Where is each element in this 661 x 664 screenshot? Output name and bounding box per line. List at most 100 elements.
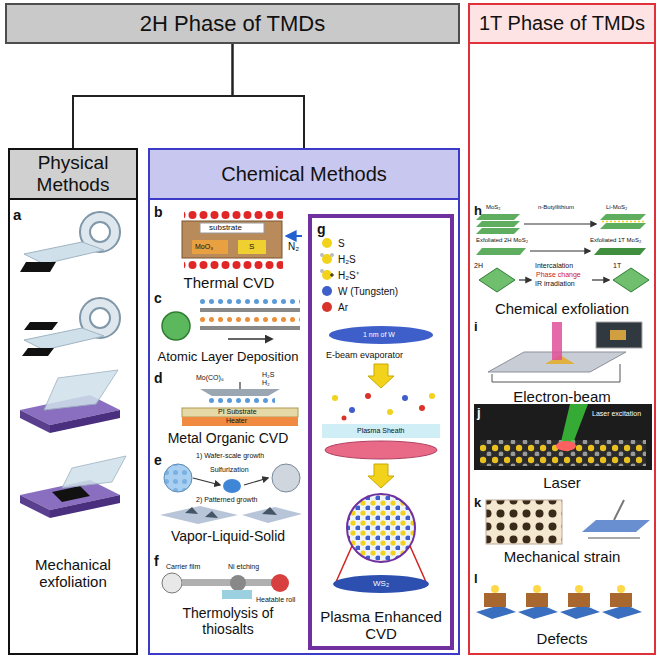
crystal-flake [52,486,90,502]
gas-arrow [287,235,302,237]
part-label: MoS₂ [486,204,501,211]
inset-image [596,322,642,348]
roller [230,575,246,591]
crystal-block [610,593,632,607]
precursor-boat [192,240,228,254]
precursor-row [200,298,300,307]
method-panel: Physical Methods [8,148,138,655]
panel-letter: d [154,370,163,386]
legend-row: S [322,236,345,250]
label-slot: Mechanical strain [470,548,654,565]
legend-sample-space [322,270,332,280]
device-wire [588,538,640,539]
part-label: 1 nm of W [363,331,395,339]
label-slot: 1T [613,262,621,270]
method-caption: Atomic Layer Deposition [150,350,306,365]
patterned-substrate [160,506,238,524]
tape-strip [62,456,126,488]
part-label: Phase change [536,271,581,279]
layer [600,223,646,229]
part-label: Ni etching [228,563,259,571]
plus-mark [330,273,334,277]
technique-box: gPlasma Enhanced CVD [308,214,454,650]
label-slot: Laser excitation [592,410,641,418]
label-slot: H₂ [262,379,270,387]
mocvd-art [182,382,298,426]
tungsten-film [329,326,433,344]
panel-letter: b [154,204,163,220]
label-slot: 1) Wafer-scale growth [196,452,264,460]
panel-letter: l [474,572,478,587]
laser-art [474,404,652,470]
plasma-species [402,395,408,401]
legend-text: H₂S⁺ [338,268,359,282]
defect-glow [491,585,499,593]
label-slot: MoS₂ [486,204,501,211]
node-heading: 2H Phase of TMDs [140,11,325,36]
cycle-arrow [228,338,272,340]
method-caption: Thermolysis of thiosalts [168,605,288,637]
gas-inlet [239,382,241,389]
strain-device [582,520,650,532]
phase-sheet [479,268,515,292]
substrate-base [518,605,558,619]
liquid-droplet [223,479,241,493]
heated-roller [271,574,289,592]
panel-letter: a [13,206,21,223]
label-slot: 1 nm of W [363,331,395,339]
panel-letter: c [154,290,162,306]
panel-letter: j [477,406,481,421]
heated-chuck [325,441,437,459]
label-slot: k [474,496,481,511]
label-slot: Vapor-Liquid-Solid [150,528,306,544]
thermolysis-art [162,573,289,599]
plasma-species [342,416,347,421]
substrate-plate [200,223,264,233]
process-arrow [592,279,609,280]
tree-connector [233,44,305,148]
plasma-species [365,393,371,399]
label-slot: Phase change [536,271,581,279]
method-caption: Vapor-Liquid-Solid [150,528,306,544]
mos2-lattice [480,440,646,466]
heater-dots [184,210,283,220]
part-label: E-beam evaporator [326,350,403,360]
substrate-base [602,605,642,619]
wafer [164,464,192,492]
crystal-block [526,593,548,607]
crystal-flake [20,262,56,272]
label-slot: Plasma Sheath [357,427,404,435]
part-label: 2H [474,262,483,270]
label-slot: IR irradiation [535,280,575,288]
laser-spot [556,441,576,451]
legend-row: W (Tungsten) [322,284,398,298]
part-label: 1T [613,262,621,270]
label-slot: H₂S [262,371,274,379]
label-slot: Mechanical exfoliation [12,556,134,591]
part-label: WS₂ [373,579,389,588]
strain-pattern [486,500,562,544]
part-label: Carrier film [166,563,200,571]
defect-glow [533,585,541,593]
step-arrow [368,364,394,388]
process-arrow [530,250,590,251]
chemical-exfoliation-art [476,214,649,292]
panel-letter: i [474,320,478,335]
method-caption: Chemical exfoliation [470,300,654,317]
node-heading: Chemical Methods [150,150,458,200]
electron-beam [552,322,562,360]
layer [600,214,646,220]
legend-sample-space [322,254,332,264]
label-slot: S [249,242,254,251]
zoom-line [336,546,352,582]
h2s-sample [320,253,324,257]
phase-panel: 1T Phase of TMDs [468,3,656,655]
label-slot: d [154,370,163,386]
label-slot: Laser [470,474,654,491]
crystal-block [484,593,506,607]
label-slot: Heater [226,417,247,425]
etching-bath [222,590,252,599]
